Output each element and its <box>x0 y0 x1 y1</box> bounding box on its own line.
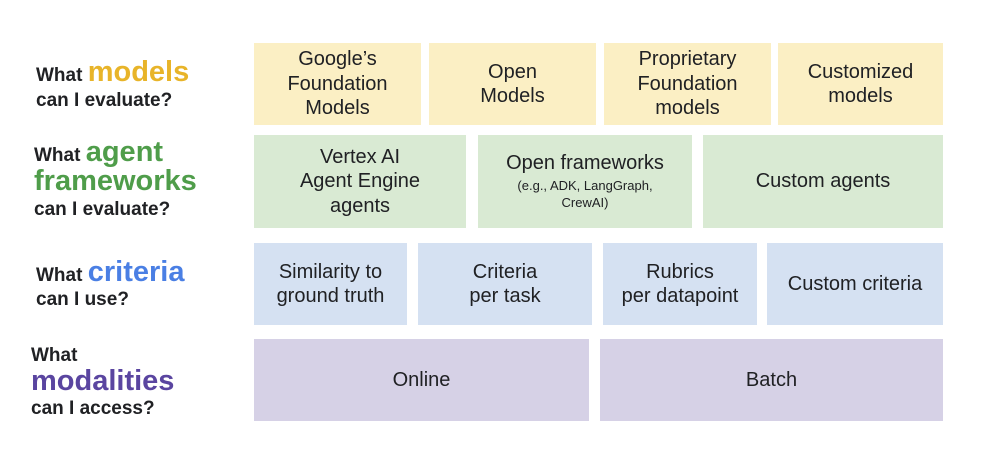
row-label-criteria: What criteria can I use? <box>36 256 184 311</box>
row-label-pre: What <box>34 145 81 166</box>
row-label-pre: What <box>36 65 83 86</box>
modality-box-batch: Batch <box>600 339 943 421</box>
box-line: Google’s <box>298 48 377 71</box>
row-label-agents: What agent frameworks can I evaluate? <box>34 136 197 221</box>
box-subline: CrewAI) <box>561 194 609 210</box>
row-label-highlight-modalities: modalities <box>31 364 175 397</box>
row-label-highlight-models: models <box>87 56 190 88</box>
model-box-customized: Customized models <box>778 43 943 125</box>
row-label-post: can I evaluate? <box>36 90 173 112</box>
box-line: Customized <box>807 60 914 83</box>
box-line: Foundation <box>287 72 388 95</box>
box-line: Online <box>392 368 451 391</box>
box-line: Criteria <box>472 260 538 283</box>
box-line: per task <box>469 285 541 307</box>
row-label-highlight-agent: agent <box>85 136 164 168</box>
row-label-modalities: What modalities can I access? <box>31 345 174 420</box>
criteria-box-similarity: Similarity to ground truth <box>254 243 407 325</box>
box-line: ground truth <box>276 285 385 307</box>
row-label-highlight-frameworks: frameworks <box>34 165 197 198</box>
modality-box-online: Online <box>254 339 589 421</box>
box-line: models <box>828 85 893 107</box>
row-label-post: can I evaluate? <box>34 198 171 220</box>
row-label-models: What models can I evaluate? <box>36 56 189 112</box>
row-label-pre: What <box>36 265 83 286</box>
box-line: Custom criteria <box>787 272 923 295</box>
criteria-box-rubrics: Rubrics per datapoint <box>603 243 757 325</box>
box-line: agents <box>329 194 391 217</box>
row-label-post: can I access? <box>31 398 155 420</box>
box-line: Models <box>480 85 545 107</box>
box-line: Custom agents <box>755 170 891 193</box>
box-line: Agent Engine <box>299 170 421 193</box>
row-label-criteria-line1: What criteria <box>36 256 184 289</box>
box-line: Similarity to <box>278 260 383 283</box>
model-box-open-models: Open Models <box>429 43 596 125</box>
row-label-pre: What <box>31 345 78 366</box>
row-label-agents-line1: What agent <box>34 136 197 169</box>
row-label-models-line1: What models <box>36 56 189 88</box>
criteria-box-per-task: Criteria per task <box>418 243 592 325</box>
criteria-box-custom: Custom criteria <box>767 243 943 325</box>
agent-box-custom-agents: Custom agents <box>703 135 943 228</box>
agent-box-open-frameworks: Open frameworks (e.g., ADK, LangGraph, C… <box>478 135 692 228</box>
agent-box-vertex-ai: Vertex AI Agent Engine agents <box>254 135 466 228</box>
box-line: models <box>655 97 720 120</box>
box-line: Rubrics <box>646 260 714 283</box>
box-line: Open frameworks <box>506 152 664 175</box>
model-box-proprietary-foundation: Proprietary Foundation models <box>604 43 771 125</box>
box-line: Foundation <box>637 72 738 95</box>
row-label-highlight-criteria: criteria <box>87 256 185 288</box>
box-line: Models <box>305 97 370 120</box>
box-line: Open <box>488 60 537 83</box>
box-line: Vertex AI <box>319 145 401 168</box>
box-line: Batch <box>745 368 798 391</box>
box-line: per datapoint <box>621 285 739 307</box>
row-label-post: can I use? <box>36 289 129 311</box>
box-subline: (e.g., ADK, LangGraph, <box>517 177 653 193</box>
model-box-google-foundation: Google’s Foundation Models <box>254 43 421 125</box>
box-line: Proprietary <box>638 48 737 71</box>
